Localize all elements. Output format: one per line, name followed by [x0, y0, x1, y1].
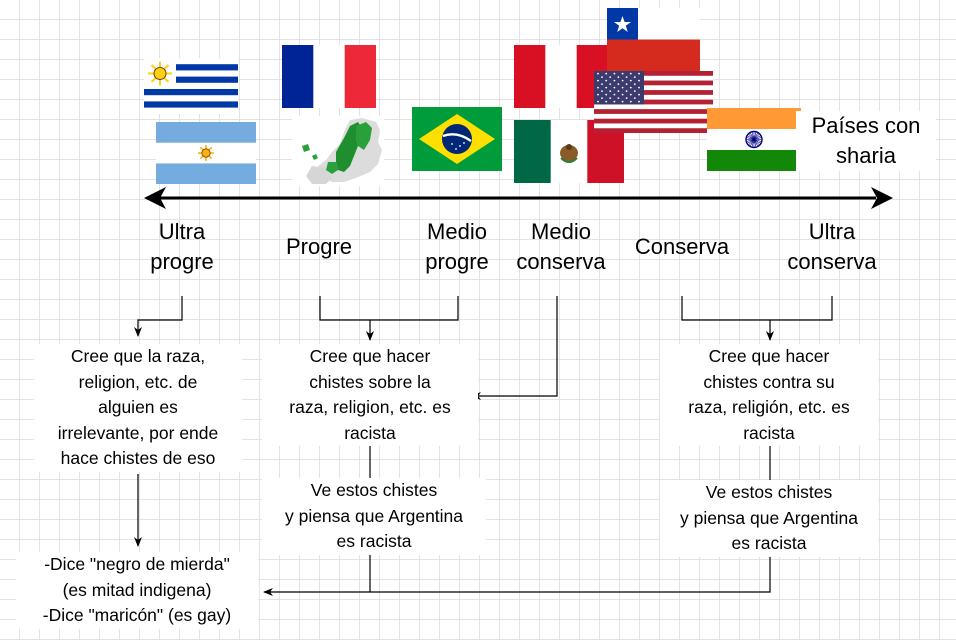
label-conserva: Conserva [634, 234, 730, 259]
left-belief-box: Cree que la raza, religion, etc. de algu… [34, 344, 242, 472]
india-flag [707, 108, 801, 171]
nordic-countries-map [292, 116, 384, 186]
right-result-box: Ve estos chistes y piensa que Argentina … [660, 480, 878, 557]
chile-flag [607, 8, 700, 71]
right-belief-box: Cree que hacer chistes contra su raza, r… [660, 344, 878, 446]
uruguay-flag [144, 58, 238, 114]
left-result-box: -Dice "negro de mierda" (es mitad indige… [16, 552, 258, 629]
political-spectrum-axis [144, 187, 893, 209]
label-medio-progre: Medio progre [425, 219, 489, 274]
united-states-flag [594, 71, 713, 133]
argentina-flag [156, 122, 256, 184]
label-ultra-conserva: Ultra conserva [787, 219, 877, 274]
label-progre: Progre [285, 234, 353, 259]
middle-belief-box: Cree que hacer chistes sobre la raza, re… [262, 344, 478, 446]
brazil-flag [412, 107, 502, 171]
label-paises-con-sharia: Países con sharia [796, 111, 936, 171]
middle-result-box: Ve estos chistes y piensa que Argentina … [262, 478, 486, 555]
label-ultra-progre: Ultra progre [150, 219, 214, 274]
label-medio-conserva: Medio conserva [516, 219, 606, 274]
france-flag [282, 45, 376, 108]
